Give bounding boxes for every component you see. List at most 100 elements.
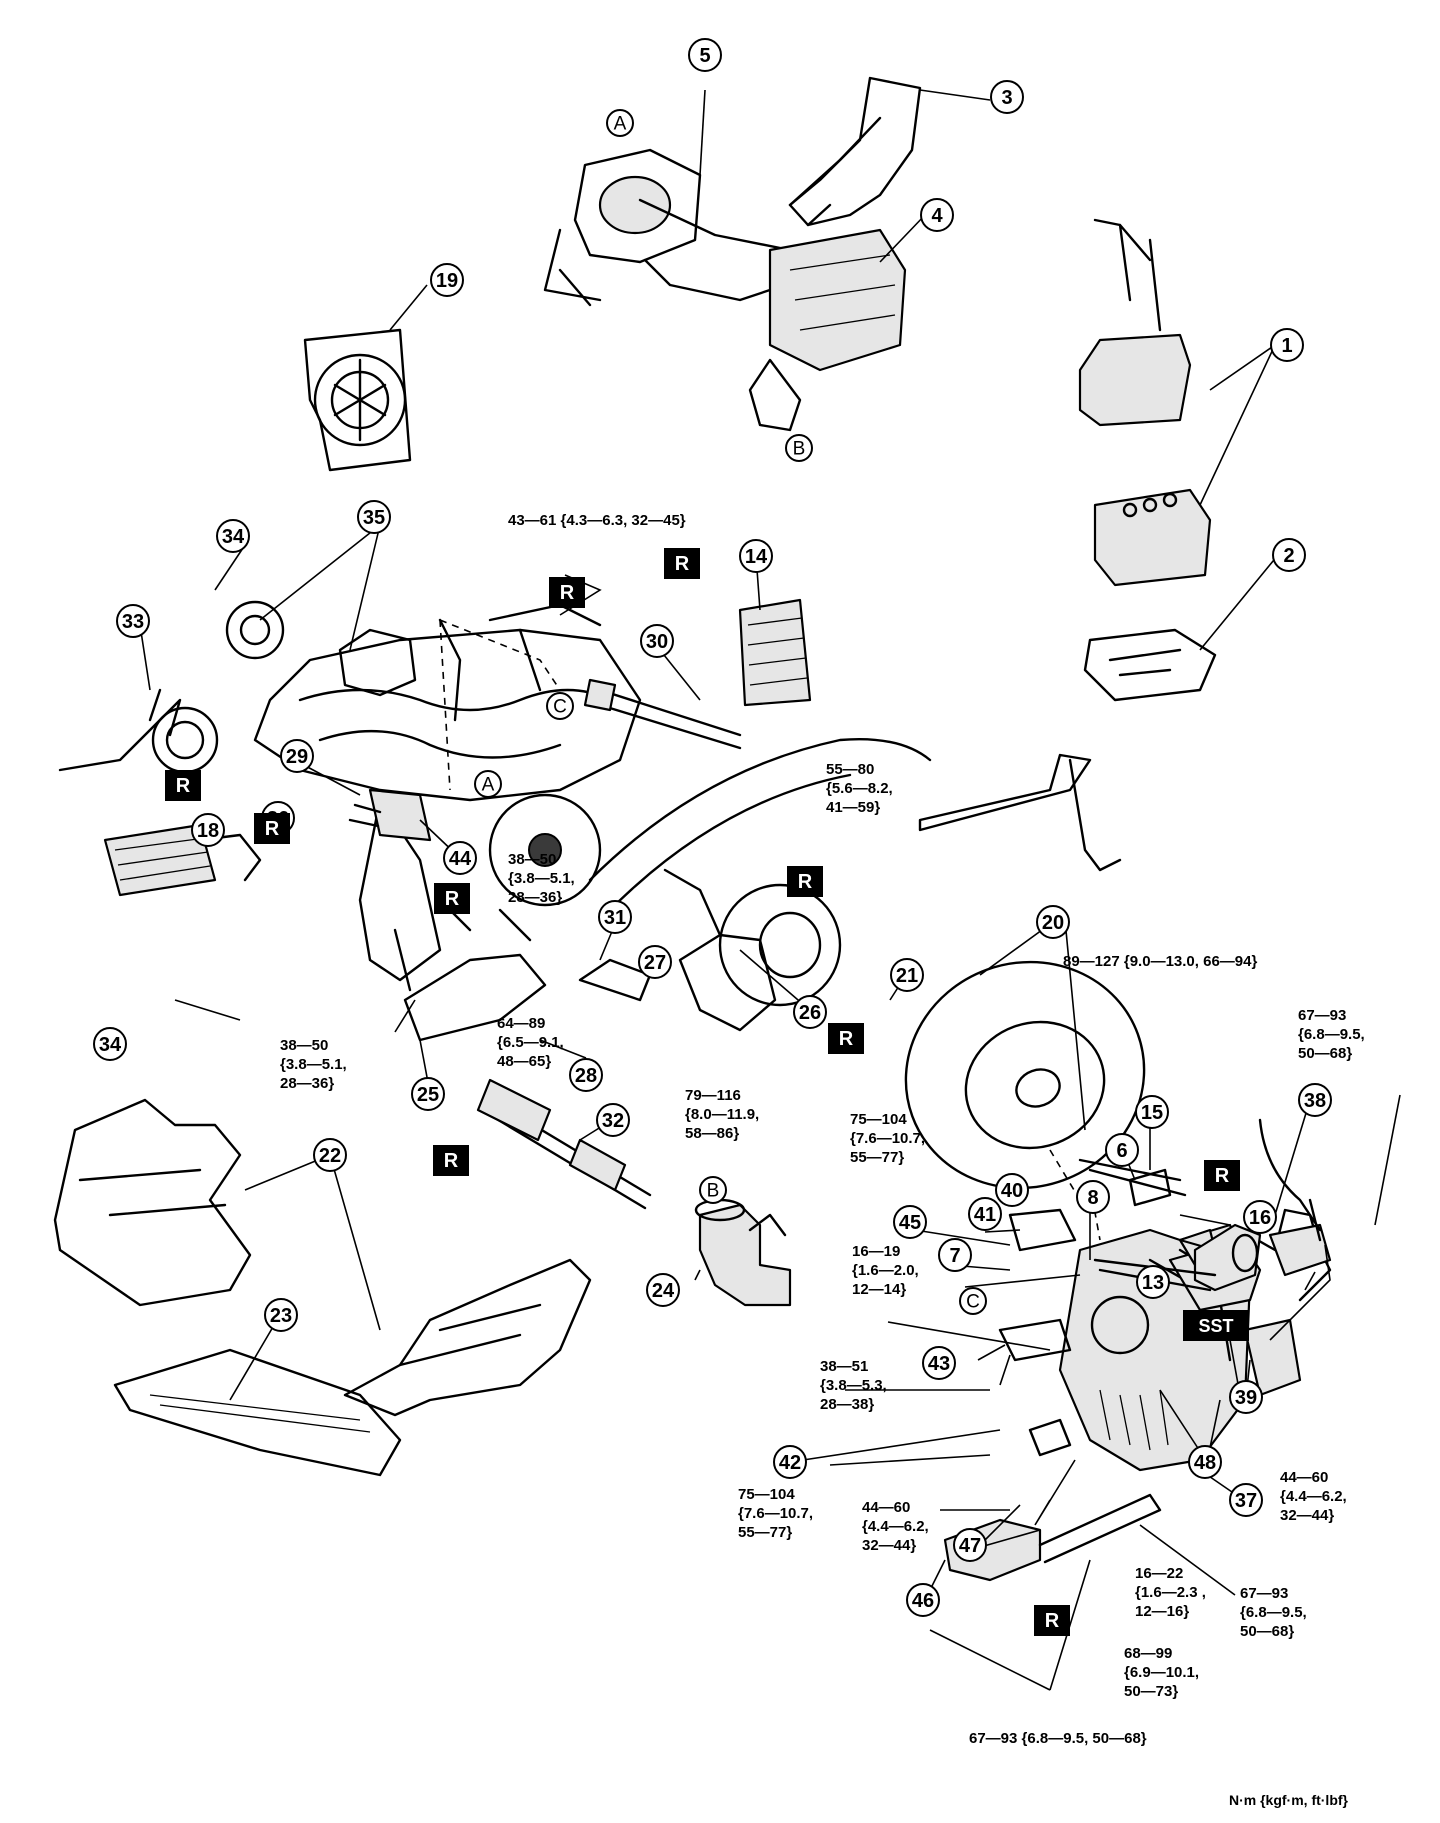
callout-5: 5 <box>688 38 722 72</box>
bracket-hardware <box>1093 1118 1322 1292</box>
callout-37: 37 <box>1229 1483 1263 1517</box>
body-outline <box>588 738 1122 912</box>
callout-19: 19 <box>430 263 464 297</box>
callout-21: 21 <box>890 958 924 992</box>
svg-text:7: 7 <box>949 1245 960 1267</box>
svg-text:6: 6 <box>1116 1140 1127 1162</box>
front-pipe <box>393 898 547 1042</box>
svg-text:32: 32 <box>602 1110 624 1132</box>
svg-text:34: 34 <box>222 526 245 548</box>
callout-30: 30 <box>640 624 674 658</box>
reference-letter-c-mount: C <box>959 1287 987 1315</box>
callout-25: 25 <box>411 1077 445 1111</box>
callout-35: 35 <box>357 500 391 534</box>
callout-28: 28 <box>569 1058 603 1092</box>
svg-text:27: 27 <box>644 952 666 974</box>
torque-spec-44: 38—50 {3.8—5.1, 28—36} <box>508 851 579 906</box>
callout-7: 7 <box>938 1238 972 1272</box>
svg-text:46: 46 <box>912 1590 934 1612</box>
callout-31: 31 <box>598 900 632 934</box>
callout-29: 29 <box>280 739 314 773</box>
callout-3: 3 <box>990 80 1024 114</box>
torque-spec-46-bottom: 67—93 {6.8—9.5, 50—68} <box>969 1730 1147 1747</box>
callout-20: 20 <box>1036 905 1070 939</box>
callout-6: 6 <box>1105 1133 1139 1167</box>
torque-spec-39: 44—60 {4.4—6.2, 32—44} <box>1280 1469 1351 1524</box>
callout-14: 14 <box>739 539 773 573</box>
reference-letter-a-top: A <box>606 109 634 137</box>
callout-43: 43 <box>922 1346 956 1380</box>
svg-text:21: 21 <box>896 965 918 987</box>
torque-spec-28: 64—89 {6.5—9.1, 48—65} <box>497 1015 568 1070</box>
svg-text:38: 38 <box>1304 1090 1326 1112</box>
battery-assembly <box>1078 218 1217 702</box>
svg-text:29: 29 <box>286 746 308 768</box>
callout-4: 4 <box>920 198 954 232</box>
callout-2: 2 <box>1272 538 1306 572</box>
svg-text:1: 1 <box>1281 335 1292 357</box>
svg-text:28: 28 <box>575 1065 597 1087</box>
callout-45: 45 <box>893 1205 927 1239</box>
svg-text:47: 47 <box>959 1535 981 1557</box>
callout-39: 39 <box>1229 1380 1263 1414</box>
replace-mark-26: R <box>828 1023 864 1054</box>
svg-text:14: 14 <box>745 546 768 568</box>
svg-text:42: 42 <box>779 1452 801 1474</box>
svg-text:R: R <box>265 818 280 840</box>
svg-text:15: 15 <box>1141 1102 1163 1124</box>
callout-15: 15 <box>1135 1095 1169 1129</box>
replace-mark-8: R <box>1204 1160 1240 1191</box>
svg-text:41: 41 <box>974 1204 996 1226</box>
svg-text:35: 35 <box>363 507 385 529</box>
callout-40: 40 <box>995 1173 1029 1207</box>
callout-18: 18 <box>191 813 225 847</box>
svg-text:R: R <box>798 871 813 893</box>
callout-48: 48 <box>1188 1445 1222 1479</box>
air-cleaner-assembly <box>543 76 922 432</box>
svg-text:43: 43 <box>928 1353 950 1375</box>
torque-spec-40: 75—104 {7.6—10.7, 55—77} <box>850 1111 929 1166</box>
svg-text:23: 23 <box>270 1305 292 1327</box>
torque-spec-7: 16—19 {1.6—2.0, 12—14} <box>852 1243 923 1298</box>
svg-text:R: R <box>675 553 690 575</box>
svg-text:R: R <box>444 1150 459 1172</box>
svg-text:4: 4 <box>931 205 943 227</box>
svg-text:20: 20 <box>1042 912 1064 934</box>
torque-spec-30: 43—61 {4.3—6.3, 32—45} <box>508 512 686 529</box>
svg-text:40: 40 <box>1001 1180 1023 1202</box>
svg-text:2: 2 <box>1283 545 1294 567</box>
torque-spec-38: 67—93 {6.8—9.5, 50—68} <box>1298 1007 1369 1062</box>
torque-spec-47: 44—60 {4.4—6.2, 32—44} <box>862 1499 933 1554</box>
torque-spec-46-right: 68—99 {6.9—10.1, 50—73} <box>1124 1645 1203 1700</box>
callout-32: 32 <box>596 1103 630 1137</box>
accessory-drive-parts <box>58 600 417 774</box>
alignment-lines <box>439 619 1101 1241</box>
callout-23: 23 <box>264 1298 298 1332</box>
torque-spec-42: 75—104 {7.6—10.7, 55—77} <box>738 1486 817 1541</box>
svg-text:39: 39 <box>1235 1387 1257 1409</box>
svg-text:B: B <box>793 439 806 460</box>
engine-assembly <box>253 603 642 982</box>
replace-mark-47: R <box>1034 1605 1070 1636</box>
callout-46: 46 <box>906 1583 940 1617</box>
svg-text:A: A <box>482 775 495 796</box>
svg-text:R: R <box>839 1028 854 1050</box>
callout-layer: 1234567813141516181920212223242526272829… <box>93 38 1332 1617</box>
svg-text:30: 30 <box>646 631 668 653</box>
svg-text:18: 18 <box>197 820 219 842</box>
reference-letter-c-engine: C <box>546 692 574 720</box>
svg-text:22: 22 <box>319 1145 341 1167</box>
svg-text:37: 37 <box>1235 1490 1257 1512</box>
torque-spec-20: 89—127 {9.0—13.0, 66—94} <box>1063 953 1257 970</box>
svg-text:24: 24 <box>652 1280 675 1302</box>
reference-letter-b-duct: B <box>699 1176 727 1204</box>
svg-text:R: R <box>1215 1165 1230 1187</box>
svg-text:A: A <box>614 114 627 135</box>
svg-text:R: R <box>560 582 575 604</box>
torque-spec-25: 38—50 {3.8—5.1, 28—36} <box>280 1037 351 1092</box>
replace-mark-engine: R <box>254 813 290 844</box>
callout-38: 38 <box>1298 1083 1332 1117</box>
svg-text:19: 19 <box>436 270 458 292</box>
replace-mark-30: R <box>549 577 585 608</box>
